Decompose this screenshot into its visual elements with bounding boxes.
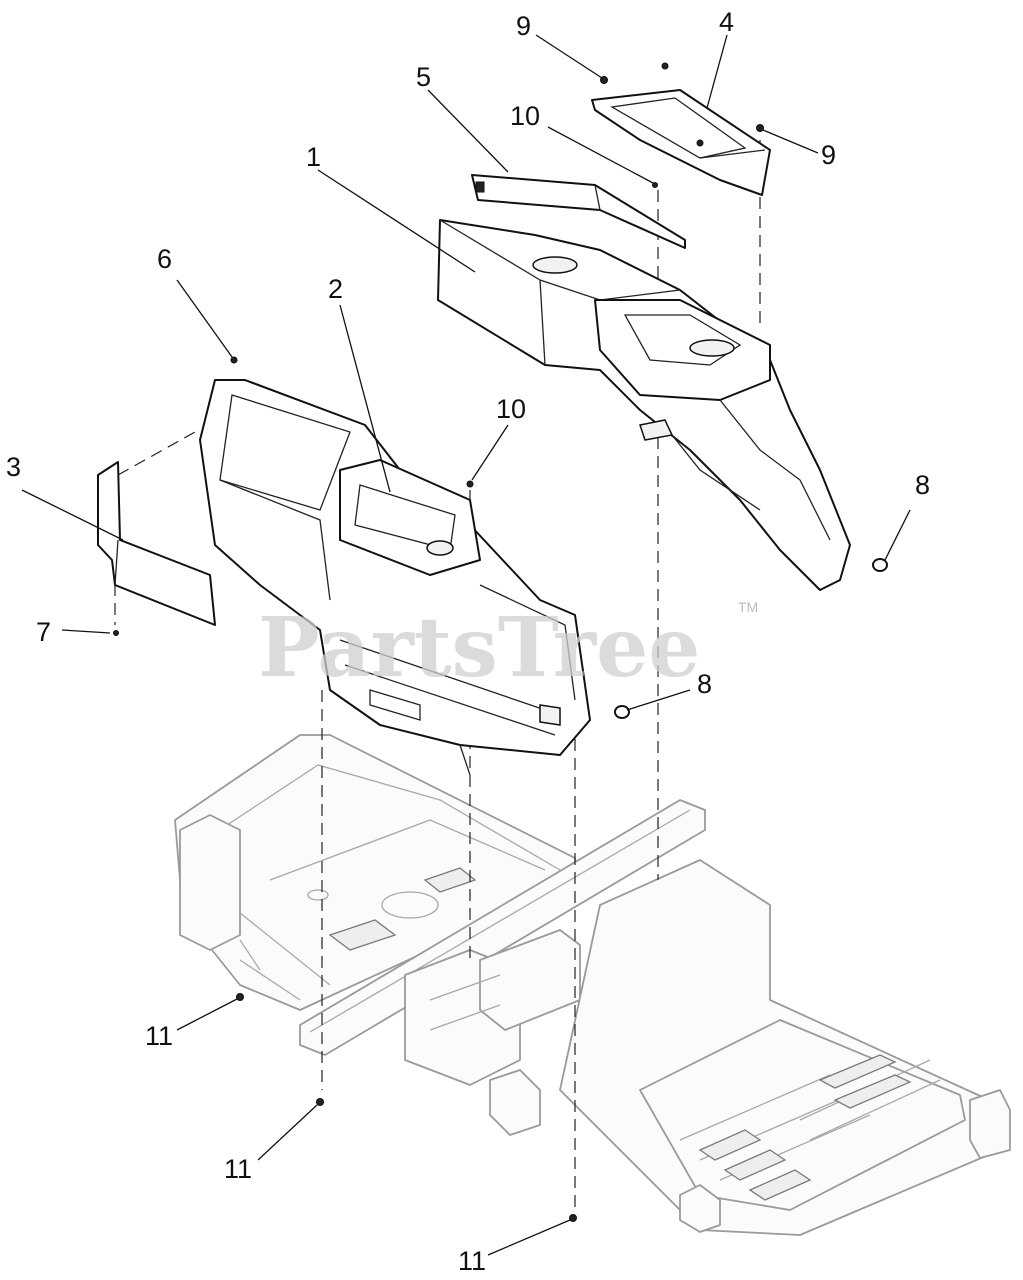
screw-icon [756, 124, 764, 132]
watermark-text: PartsTree [258, 600, 700, 696]
callout-11-bottom: 11 [458, 1246, 486, 1276]
part-5-panel [471, 174, 686, 249]
callout-7: 7 [36, 617, 51, 647]
callout-11-middle: 11 [224, 1154, 252, 1184]
screw-icon [696, 139, 704, 147]
callout-4: 4 [719, 7, 734, 37]
callout-9-top: 9 [516, 11, 531, 41]
screw-icon [600, 76, 608, 84]
leader-lines [21, 34, 911, 1256]
plug-icon [872, 558, 888, 572]
callout-10-top: 10 [510, 101, 540, 131]
callout-8-center: 8 [697, 669, 712, 699]
part-2-front-dash [199, 379, 591, 776]
callout-2: 2 [328, 274, 343, 304]
callout-3: 3 [6, 452, 21, 482]
callout-1: 1 [306, 142, 321, 172]
watermark: PartsTree TM [258, 599, 758, 696]
part-4-top-tray [591, 89, 771, 196]
part-3-side-plate [97, 461, 216, 626]
screw-icon [316, 1098, 324, 1106]
callout-5: 5 [416, 62, 431, 92]
callout-6: 6 [157, 244, 172, 274]
screw-icon [569, 1214, 577, 1222]
part-1-rear-console [437, 219, 851, 591]
callout-11-left: 11 [145, 1021, 173, 1051]
callout-8-right: 8 [915, 470, 930, 500]
screw-icon [236, 993, 244, 1001]
screw-icon [652, 182, 658, 188]
screw-icon [113, 630, 119, 636]
callouts: 1 2 3 4 5 6 7 8 8 9 9 10 10 11 11 11 [6, 7, 930, 1276]
screw-icon [230, 356, 238, 364]
chassis-frame [174, 734, 1011, 1236]
screw-icon [661, 62, 669, 70]
plug-icon [614, 705, 630, 719]
callout-9-right: 9 [821, 140, 836, 170]
screw-icon [466, 480, 474, 488]
watermark-trademark: TM [738, 599, 758, 615]
callout-10-middle: 10 [496, 394, 526, 424]
clip-icon [475, 181, 485, 193]
hardware [113, 62, 888, 1222]
